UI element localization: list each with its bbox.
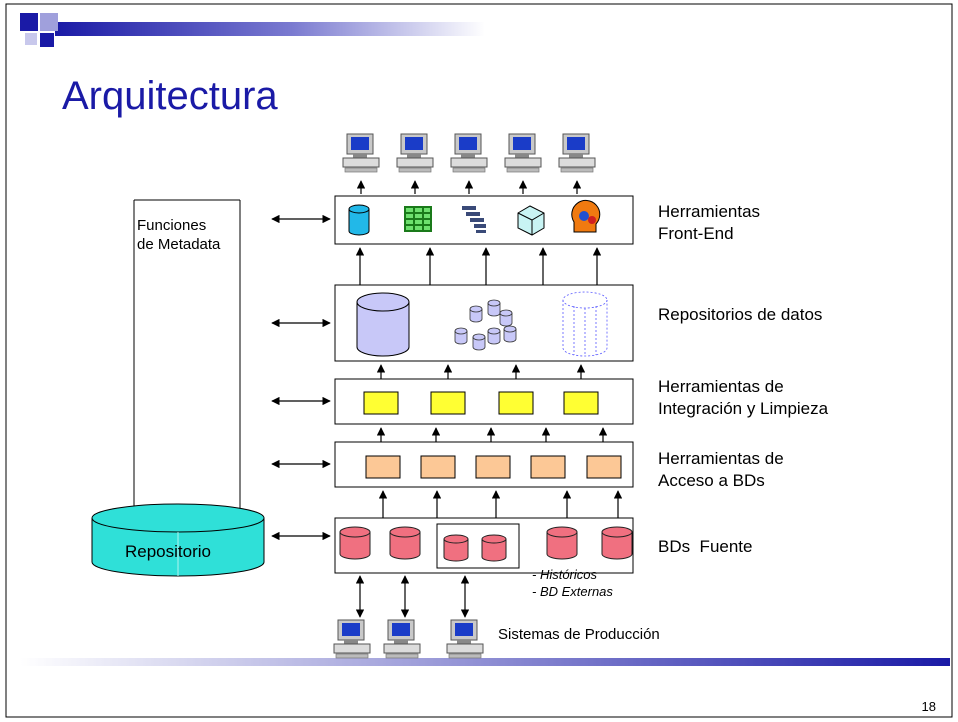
top-decor-square xyxy=(20,13,38,31)
metadata-functions-label: Funciones de Metadata xyxy=(137,216,220,254)
data-mining-head-icon xyxy=(571,199,601,233)
data-repos-label: Repositorios de datos xyxy=(658,305,823,324)
front-end-label-line1: Herramientas xyxy=(658,202,761,221)
historical-db-icon xyxy=(443,534,469,562)
production-pc-icon xyxy=(383,619,421,659)
sources-label: BDs Fuente xyxy=(658,537,753,556)
front-end-label: Herramientas Front-End xyxy=(658,201,760,245)
top-decor-square xyxy=(40,13,58,31)
top-decor-square xyxy=(40,33,54,47)
database-tool-icon xyxy=(348,204,370,236)
external-db-icon xyxy=(481,534,507,562)
integration-label-line2: Integración y Limpieza xyxy=(658,399,829,418)
repository-cylinder xyxy=(91,503,265,577)
source-db-icon xyxy=(339,526,371,560)
production-to-sources-arrows xyxy=(355,575,470,618)
sources-to-access-arrows xyxy=(378,490,623,518)
source-note-historicos: - Históricos xyxy=(532,567,598,582)
client-pc-icon xyxy=(396,133,434,173)
repos-to-front-end-arrows xyxy=(355,247,602,285)
access-label: Herramientas de Acceso a BDs xyxy=(658,448,784,492)
source-db-icon xyxy=(546,526,578,560)
production-pc-icon xyxy=(446,619,484,659)
integration-tool-boxes xyxy=(363,391,599,415)
client-pc-icon xyxy=(504,133,542,173)
client-pc-icon xyxy=(342,133,380,173)
client-pc-icon xyxy=(450,133,488,173)
integration-to-repos-arrows xyxy=(376,364,586,379)
source-notes: - Históricos - BD Externas xyxy=(532,566,613,600)
metadata-label-line1: Funciones xyxy=(137,217,207,234)
front-end-label-line2: Front-End xyxy=(658,224,734,243)
virtual-db-icon xyxy=(562,291,608,357)
repository-label: Repositorio xyxy=(125,542,211,561)
access-tool-boxes xyxy=(365,455,622,479)
spreadsheet-tool-icon xyxy=(404,206,432,232)
access-to-integration-arrows xyxy=(376,427,608,442)
access-label-line2: Acceso a BDs xyxy=(658,471,765,490)
access-label-line1: Herramientas de xyxy=(658,449,784,468)
metadata-column xyxy=(133,199,241,520)
source-db-icon xyxy=(389,526,421,560)
top-decor-square xyxy=(25,33,37,45)
production-pc-icon xyxy=(333,619,371,659)
client-pc-icon xyxy=(558,133,596,173)
historical-external-group xyxy=(436,523,520,569)
slide-title: Arquitectura xyxy=(62,74,278,118)
olap-cube-icon xyxy=(517,205,545,236)
source-note-bd-externas: - BD Externas xyxy=(532,584,613,599)
bottom-decor-bar xyxy=(20,658,950,666)
top-decor-bar xyxy=(55,22,485,36)
slide-border xyxy=(5,3,953,718)
report-tool-icon xyxy=(462,206,486,233)
production-systems-label: Sistemas de Producción xyxy=(498,626,660,643)
integration-label-line1: Herramientas de xyxy=(658,377,784,396)
data-warehouse-db-icon xyxy=(356,292,410,357)
front-end-to-clients-arrows xyxy=(356,180,582,194)
source-db-icon xyxy=(601,526,633,560)
page-number: 18 xyxy=(921,699,936,714)
integration-label: Herramientas de Integración y Limpieza xyxy=(658,376,828,420)
metadata-label-line2: de Metadata xyxy=(137,236,221,253)
